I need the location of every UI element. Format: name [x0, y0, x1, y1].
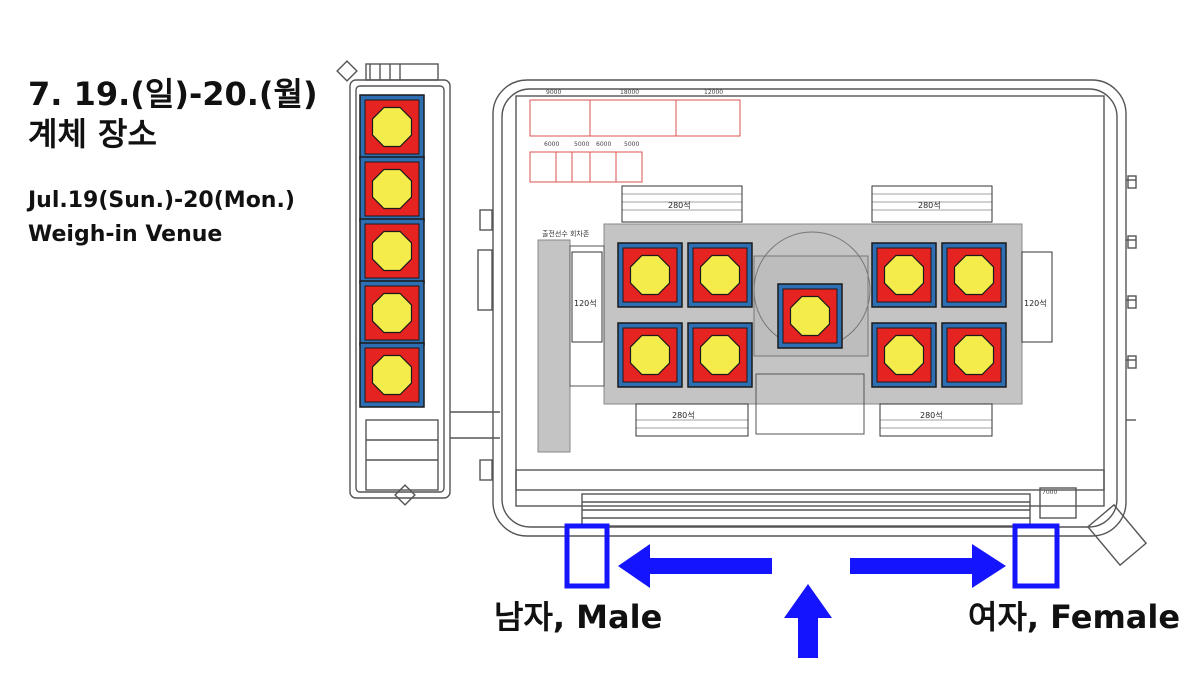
- mat-contest-area: [629, 334, 671, 376]
- direction-arrows: [618, 544, 1006, 658]
- dim-label: 5000: [574, 141, 589, 148]
- arrow-right-icon: [850, 544, 1006, 588]
- mat-contest-area: [371, 230, 413, 272]
- mat-contest-area: [371, 292, 413, 334]
- female-entrance-box: [1012, 523, 1060, 589]
- mat-contest-area: [371, 168, 413, 210]
- dim-label: 6000: [596, 141, 611, 148]
- room-label: 출전선수 회차존: [542, 229, 590, 238]
- main-building: [477, 79, 1148, 567]
- office-rooms: [516, 95, 741, 183]
- seat-count-label: 120석: [1024, 298, 1047, 308]
- seat-count-label: 120석: [574, 298, 597, 308]
- seating-hatch: [622, 193, 992, 429]
- mat-contest-area: [953, 334, 995, 376]
- mat-contest-area: [953, 254, 995, 296]
- seat-count-label: 280석: [920, 410, 943, 420]
- mat-contest-area: [371, 106, 413, 148]
- seat-count-label: 280석: [672, 410, 695, 420]
- arrow-up-icon: [784, 584, 832, 658]
- mats-group: [359, 94, 1007, 408]
- dim-label: 5000: [624, 141, 639, 148]
- heading-english: Jul.19(Sun.)-20(Mon.) Weigh-in Venue: [28, 188, 295, 247]
- dim-label: 7000: [1042, 489, 1057, 496]
- mat-contest-area: [883, 334, 925, 376]
- dim-label: 9000: [546, 89, 561, 96]
- seating-blocks: [571, 185, 1053, 437]
- male-entrance-box: [564, 523, 610, 589]
- mat-contest-area: [371, 354, 413, 396]
- arrow-left-icon: [618, 544, 772, 588]
- mat-contest-area: [789, 295, 831, 337]
- female-entrance-label: 여자, Female: [968, 598, 1181, 636]
- dim-label: 6000: [544, 141, 559, 148]
- left-building: [336, 60, 500, 506]
- male-entrance-label: 남자, Male: [494, 598, 663, 636]
- entrance-markers: [564, 523, 1060, 589]
- seat-count-label: 280석: [668, 200, 691, 210]
- heading-korean: 7. 19.(일)-20.(월) 계체 장소: [28, 75, 318, 153]
- mat-contest-area: [883, 254, 925, 296]
- mat-contest-area: [699, 334, 741, 376]
- dim-label: 12000: [704, 89, 723, 96]
- seat-count-label: 280석: [918, 200, 941, 210]
- dim-label: 18000: [620, 89, 639, 96]
- mat-contest-area: [699, 254, 741, 296]
- mat-contest-area: [629, 254, 671, 296]
